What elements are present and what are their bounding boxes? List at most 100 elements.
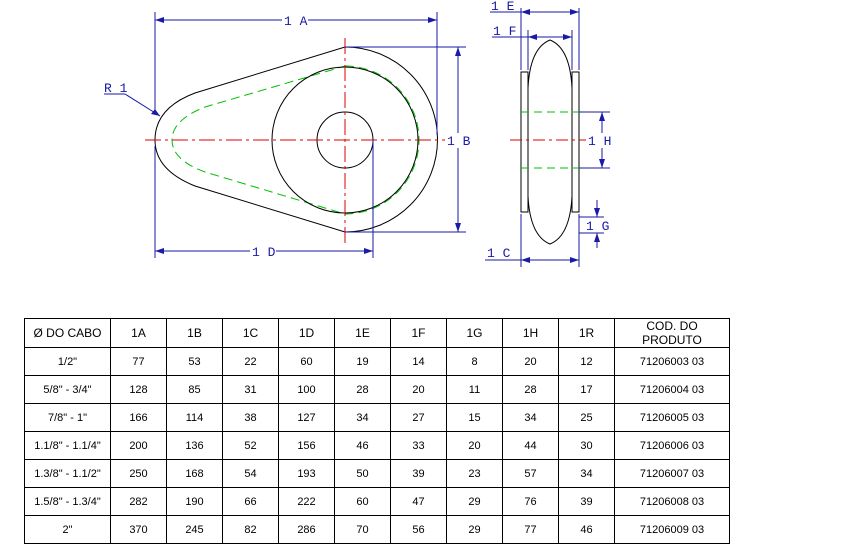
cell-1d: 156: [278, 431, 335, 460]
cell-1r: 17: [558, 375, 615, 404]
cell-product-code: 71206004 03: [614, 375, 730, 404]
cell-1e: 50: [334, 459, 391, 488]
cell-1e: 19: [334, 347, 391, 376]
cell-cable-diameter: 5/8" - 3/4": [24, 375, 111, 404]
cell-1a: 200: [110, 431, 167, 460]
header-1a: 1A: [110, 318, 167, 348]
cell-1a: 128: [110, 375, 167, 404]
cell-1e: 46: [334, 431, 391, 460]
cell-cable-diameter: 1.1/8" - 1.1/4": [24, 431, 111, 460]
header-1g: 1G: [446, 318, 503, 348]
cell-1b: 85: [166, 375, 223, 404]
header-1h: 1H: [502, 318, 559, 348]
cell-cable-diameter: 2": [24, 515, 111, 544]
label-1d: 1 D: [252, 245, 276, 260]
dimension-1c: 1 C: [485, 214, 580, 267]
cell-1b: 190: [166, 487, 223, 516]
table-row: 1.3/8" - 1.1/2" 250 168 54 193 50 39 23 …: [24, 459, 730, 488]
cell-1f: 27: [390, 403, 447, 432]
cell-1e: 60: [334, 487, 391, 516]
header-1e: 1E: [334, 318, 391, 348]
groove-bottom: [527, 195, 573, 245]
cell-1b: 245: [166, 515, 223, 544]
label-1a: 1 A: [284, 14, 308, 29]
cell-1h: 76: [502, 487, 559, 516]
cell-cable-diameter: 1.5/8" - 1.3/4": [24, 487, 111, 516]
cell-1a: 166: [110, 403, 167, 432]
cell-1d: 60: [278, 347, 335, 376]
cell-1g: 29: [446, 487, 503, 516]
cell-1h: 28: [502, 375, 559, 404]
specification-table: Ø DO CABO 1A 1B 1C 1D 1E 1F 1G 1H 1R COD…: [24, 318, 730, 544]
dimension-1e: 1 E: [490, 0, 580, 70]
label-1f: 1 F: [493, 24, 516, 39]
cell-1c: 22: [222, 347, 279, 376]
cell-1f: 39: [390, 459, 447, 488]
cell-1a: 370: [110, 515, 167, 544]
table-row: 2" 370 245 82 286 70 56 29 77 46 7120600…: [24, 515, 730, 544]
header-1c: 1C: [222, 318, 279, 348]
cell-1d: 286: [278, 515, 335, 544]
technical-drawing: 1 A 1 B 1 D R 1: [104, 0, 612, 267]
cell-1r: 46: [558, 515, 615, 544]
cell-1c: 31: [222, 375, 279, 404]
cell-1f: 33: [390, 431, 447, 460]
cell-1h: 57: [502, 459, 559, 488]
dimension-1g: 1 G: [579, 200, 609, 248]
cell-1b: 53: [166, 347, 223, 376]
cell-1f: 14: [390, 347, 447, 376]
header-1r: 1R: [558, 318, 615, 348]
cell-1d: 193: [278, 459, 335, 488]
table-row: 5/8" - 3/4" 128 85 31 100 28 20 11 28 17…: [24, 375, 730, 404]
cell-1b: 168: [166, 459, 223, 488]
table-row: 7/8" - 1" 166 114 38 127 34 27 15 34 25 …: [24, 403, 730, 432]
header-1b: 1B: [166, 318, 223, 348]
cell-1a: 282: [110, 487, 167, 516]
cell-product-code: 71206006 03: [614, 431, 730, 460]
header-1f: 1F: [390, 318, 447, 348]
cell-1d: 100: [278, 375, 335, 404]
cell-product-code: 71206005 03: [614, 403, 730, 432]
front-view: [145, 38, 445, 243]
table-row: 1/2" 77 53 22 60 19 14 8 20 12 71206003 …: [24, 347, 730, 376]
cell-1g: 23: [446, 459, 503, 488]
thimble-outline: [154, 46, 438, 233]
cell-1e: 34: [334, 403, 391, 432]
cell-1f: 20: [390, 375, 447, 404]
cell-product-code: 71206003 03: [614, 347, 730, 376]
cell-product-code: 71206009 03: [614, 515, 730, 544]
cell-1c: 66: [222, 487, 279, 516]
cell-1e: 70: [334, 515, 391, 544]
dimension-1f: 1 F: [492, 24, 573, 70]
cell-1b: 136: [166, 431, 223, 460]
cell-1g: 20: [446, 431, 503, 460]
header-product-code: COD. DO PRODUTO: [614, 318, 730, 348]
cell-1g: 8: [446, 347, 503, 376]
cell-1r: 12: [558, 347, 615, 376]
cell-1e: 28: [334, 375, 391, 404]
cell-1c: 54: [222, 459, 279, 488]
groove-hidden-line: [171, 65, 420, 215]
label-r1: R 1: [104, 81, 128, 96]
header-1d: 1D: [278, 318, 335, 348]
side-view: [510, 39, 590, 245]
left-flange: [520, 71, 529, 213]
cell-1g: 11: [446, 375, 503, 404]
dimension-r1: R 1: [104, 81, 161, 117]
cell-1c: 82: [222, 515, 279, 544]
cell-1d: 222: [278, 487, 335, 516]
cell-product-code: 71206007 03: [614, 459, 730, 488]
cell-cable-diameter: 1.3/8" - 1.1/2": [24, 459, 111, 488]
label-1e: 1 E: [491, 0, 515, 14]
cell-1f: 56: [390, 515, 447, 544]
cell-cable-diameter: 7/8" - 1": [24, 403, 111, 432]
cell-cable-diameter: 1/2": [24, 347, 111, 376]
dimension-1h: 1 H: [579, 111, 612, 169]
label-1b: 1 B: [447, 134, 471, 149]
cell-1r: 34: [558, 459, 615, 488]
dimension-1d: 1 D: [154, 140, 374, 260]
cell-1a: 250: [110, 459, 167, 488]
cell-1f: 47: [390, 487, 447, 516]
cell-product-code: 71206008 03: [614, 487, 730, 516]
cell-1h: 20: [502, 347, 559, 376]
